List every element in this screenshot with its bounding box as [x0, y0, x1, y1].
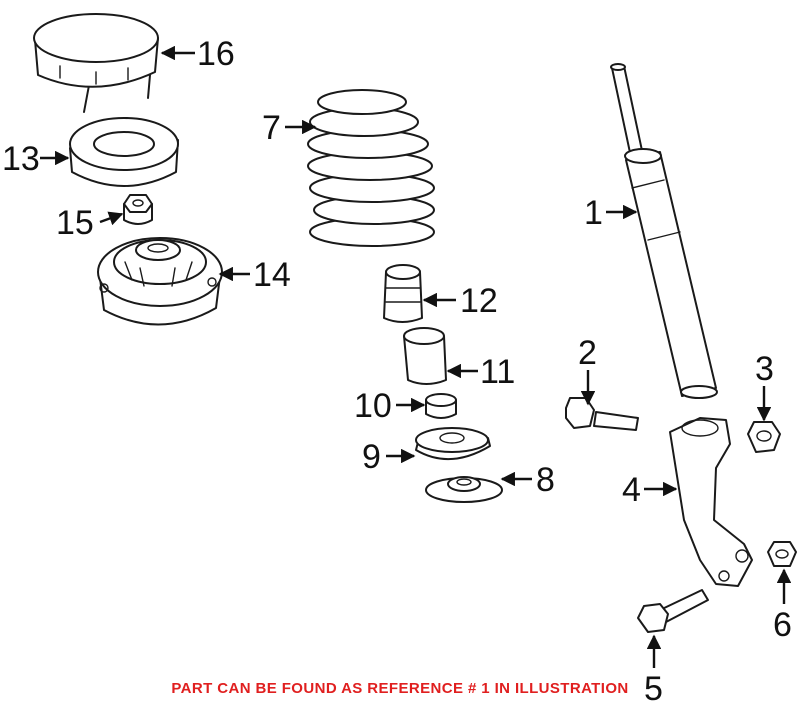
callout-15: 15 [56, 204, 94, 242]
part-10-bushing [425, 393, 457, 419]
callout-11: 11 [480, 353, 515, 391]
callout-2: 2 [578, 334, 597, 372]
callout-13: 13 [2, 140, 40, 178]
part-8-lower-seat [425, 476, 503, 503]
callout-16: 16 [197, 35, 235, 73]
callout-9: 9 [362, 438, 381, 476]
callout-1: 1 [584, 194, 603, 232]
callout-arrows [40, 45, 792, 668]
part-3-nut [747, 421, 781, 453]
part-5-bolt [637, 589, 709, 633]
part-7-coil-spring [307, 89, 435, 247]
part-15-nut [123, 194, 153, 225]
callout-3: 3 [755, 350, 774, 388]
part-13-spring-insulator [69, 117, 179, 187]
callout-12: 12 [460, 282, 498, 320]
part-11-dust-boot [403, 327, 447, 385]
part-1-shock-absorber [610, 63, 718, 399]
part-9-spring-seat [415, 427, 491, 460]
callout-6: 6 [773, 606, 792, 644]
callout-5: 5 [644, 670, 663, 707]
callout-10: 10 [354, 387, 392, 425]
part-16-top-cap [33, 13, 159, 113]
part-2-bolt [565, 397, 639, 431]
callout-8: 8 [536, 461, 555, 499]
part-14-strut-mount [97, 237, 223, 326]
callout-7: 7 [262, 109, 281, 147]
part-4-bracket [669, 417, 753, 587]
part-12-bump-stop [383, 264, 423, 323]
callout-4: 4 [622, 471, 641, 509]
part-6-nut [767, 541, 797, 567]
reference-note: PART CAN BE FOUND AS REFERENCE # 1 IN IL… [171, 680, 629, 697]
callout-14: 14 [253, 256, 291, 294]
